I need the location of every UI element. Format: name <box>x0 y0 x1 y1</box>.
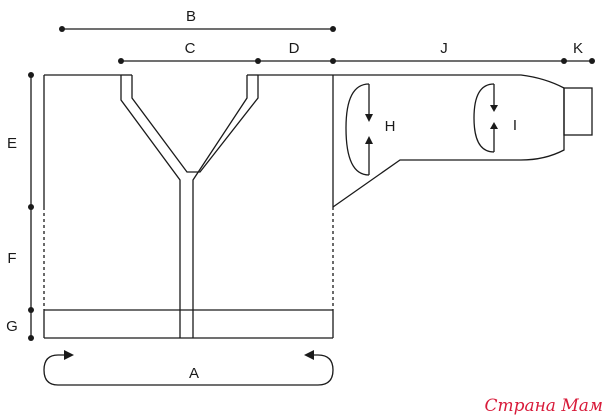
label-k: K <box>573 40 583 57</box>
label-d: D <box>289 40 300 57</box>
dimension-a: A <box>43 350 334 386</box>
label-i: I <box>513 117 517 134</box>
label-a: A <box>189 365 199 382</box>
label-j: J <box>440 40 448 57</box>
label-g: G <box>6 318 18 335</box>
label-e: E <box>7 135 17 152</box>
label-b: B <box>186 8 196 25</box>
front-band <box>120 74 259 338</box>
body-piece <box>43 74 334 339</box>
dimension-b: B <box>59 8 336 32</box>
rotation-i: I <box>473 83 517 153</box>
rotation-h: H <box>345 83 396 176</box>
dimension-efg: E F G <box>6 72 34 341</box>
sleeve-cuff <box>563 87 593 136</box>
sleeve-piece <box>332 74 593 208</box>
label-f: F <box>7 250 16 267</box>
watermark-text: Страна Мам <box>484 396 603 416</box>
dimension-cdjk: C D J K <box>118 40 595 64</box>
label-h: H <box>385 118 396 135</box>
label-c: C <box>185 40 196 57</box>
